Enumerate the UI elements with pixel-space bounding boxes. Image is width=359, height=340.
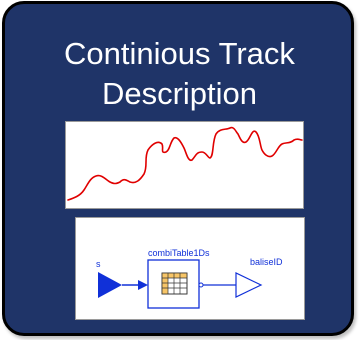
- output-port-icon[interactable]: [198, 282, 204, 288]
- title-line-1: Continious Track: [64, 36, 295, 71]
- input-label: s: [96, 259, 101, 269]
- tile-title: Continious Track Description: [0, 34, 359, 114]
- table-block-label: combiTable1Ds: [148, 248, 210, 258]
- title-line-2: Description: [101, 76, 258, 111]
- block-diagram-graphic: s combiTable1Ds baliseID: [96, 248, 283, 309]
- input-port-icon[interactable]: [98, 272, 122, 298]
- block-diagram-panel: s combiTable1Ds baliseID: [75, 217, 305, 320]
- output-label: baliseID: [250, 257, 283, 267]
- track-plot-panel: [65, 121, 304, 209]
- table-grid-icon: [161, 272, 188, 295]
- track-curve-graphic: [67, 126, 303, 201]
- output-connector-icon[interactable]: [235, 272, 263, 298]
- track-curve-line: [67, 126, 303, 201]
- input-arrow-icon: [138, 280, 148, 290]
